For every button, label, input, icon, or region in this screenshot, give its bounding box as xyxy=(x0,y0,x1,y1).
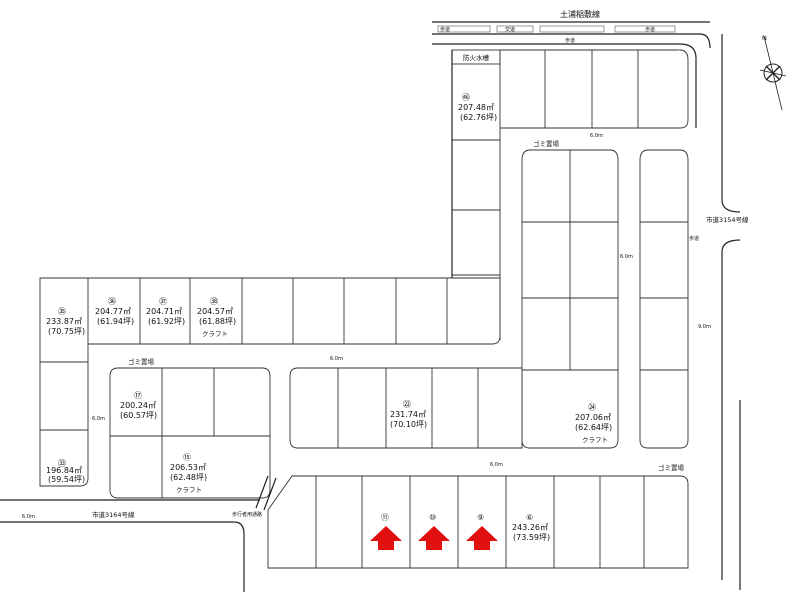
west-row-block: ㉟ 233.87㎡ (70.75坪) ㊱ 204.77㎡ (61.94坪) ㊲ … xyxy=(39,277,501,487)
highlight-arrow-9 xyxy=(466,526,498,550)
top-road-sub-1: 歩道 xyxy=(440,26,450,33)
lot-17-area: 200.24㎡ xyxy=(120,401,156,410)
lot-17-no: ⑰ xyxy=(134,391,142,400)
lot-46-tsubo: (62.76坪) xyxy=(460,113,497,122)
width-label-7: 6.0m xyxy=(22,514,35,520)
top-road: 土浦稲敷線 歩道 交道 歩道 歩道 xyxy=(432,9,711,128)
center-block: ㉒ 231.74㎡ (70.10坪) xyxy=(289,367,523,449)
garbage-label-3: ゴミ置場 xyxy=(658,463,685,472)
top-road-sub-2: 交道 xyxy=(505,26,515,33)
width-label-2: 6.0m xyxy=(620,254,633,260)
lot-9-no: ⑨ xyxy=(477,513,484,522)
central-west-block: ゴミ置場 ⑰ 200.24㎡ (60.57坪) ⑮ 206.53㎡ (62.48… xyxy=(109,357,271,499)
fire-tank-label: 防火水槽 xyxy=(463,53,490,62)
north-arrow-icon: N xyxy=(759,34,787,111)
svg-text:N: N xyxy=(762,34,767,42)
lot-22-tsubo: (70.10坪) xyxy=(390,420,427,429)
lot-15-no: ⑮ xyxy=(183,453,191,462)
south-road-name: 市道3164号線 xyxy=(92,510,135,519)
lot-33-area: 196.84㎡ xyxy=(46,466,82,475)
lot-35-area: 233.87㎡ xyxy=(46,317,82,326)
width-label-1: 6.0m xyxy=(590,133,603,139)
south-road: 市道3164号線 歩行者用通路 6.0m xyxy=(0,475,277,592)
lot-46-area: 207.48㎡ xyxy=(458,103,494,112)
lot-38-area: 204.57㎡ xyxy=(197,307,233,316)
lot-15-tsubo: (62.48坪) xyxy=(170,473,207,482)
east-road: 市道3154号線 9.0m xyxy=(698,34,749,590)
east-sidewalk: 歩道 xyxy=(689,235,699,242)
garbage-label-1: ゴミ置場 xyxy=(533,139,560,148)
lot-15-area: 206.53㎡ xyxy=(170,463,206,472)
top-road-lane: 歩道 xyxy=(565,37,575,44)
east-block: 歩道 xyxy=(639,149,699,449)
lot-6-area: 243.26㎡ xyxy=(512,523,548,532)
lot-35-no: ㉟ xyxy=(58,307,66,316)
lot-24-no: ㉔ xyxy=(588,403,596,412)
garbage-label-2: ゴミ置場 xyxy=(128,357,155,366)
lot-37-area: 204.71㎡ xyxy=(146,307,182,316)
lot-36-area: 204.77㎡ xyxy=(95,307,131,316)
lot-22-area: 231.74㎡ xyxy=(390,410,426,419)
top-road-sub-3: 歩道 xyxy=(645,26,655,33)
width-label-4: 6.0m xyxy=(92,416,105,422)
lot-17-tsubo: (60.57坪) xyxy=(120,411,157,420)
lot-36-no: ㊱ xyxy=(108,297,116,306)
south-row-block: ゴミ置場 ⑪ ⑩ ⑨ ⑥ 243.26㎡ (73.59坪) xyxy=(267,463,689,569)
width-label-5: 6.0m xyxy=(330,356,343,362)
lot-11-no: ⑪ xyxy=(381,513,389,522)
central-east-block: ゴミ置場 ㉔ 207.06㎡ (62.64坪) クラフト xyxy=(521,139,619,449)
lot-22-no: ㉒ xyxy=(403,400,411,409)
lot-38-no: ㊳ xyxy=(210,297,218,306)
lot-46-no: ㊻ xyxy=(462,93,470,102)
lot-35-tsubo: (70.75坪) xyxy=(48,327,85,336)
lot-6-tsubo: (73.59坪) xyxy=(513,533,550,542)
width-label-3: 9.0m xyxy=(698,324,711,330)
lot-36-tsubo: (61.94坪) xyxy=(97,317,134,326)
lot-10-no: ⑩ xyxy=(429,513,436,522)
lot-24-area: 207.06㎡ xyxy=(575,413,611,422)
lot-38-tsubo: (61.88坪) xyxy=(199,317,236,326)
lot-6-no: ⑥ xyxy=(526,513,533,522)
highlight-arrow-10 xyxy=(418,526,450,550)
lot-33-no: ㉝ xyxy=(58,459,66,468)
east-road-name: 市道3154号線 xyxy=(706,215,749,224)
width-label-6: 6.0m xyxy=(490,462,503,468)
lot-37-no: ㊲ xyxy=(159,297,167,306)
lot-15-note: クラフト xyxy=(176,486,202,494)
walkway-label: 歩行者用通路 xyxy=(232,511,262,518)
lot-33-tsubo: (59.54坪) xyxy=(48,475,85,484)
lot-38-note: クラフト xyxy=(202,330,228,338)
lot-24-note: クラフト xyxy=(582,436,608,444)
lot-24-tsubo: (62.64坪) xyxy=(575,423,612,432)
highlight-arrow-11 xyxy=(370,526,402,550)
top-road-name: 土浦稲敷線 xyxy=(560,9,600,19)
lot-37-tsubo: (61.92坪) xyxy=(148,317,185,326)
